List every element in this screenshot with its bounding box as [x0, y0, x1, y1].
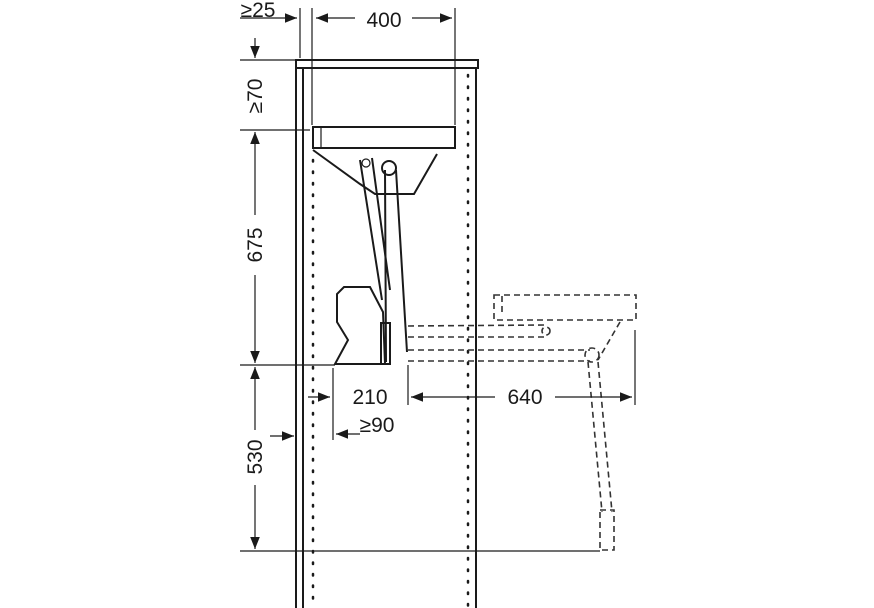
support-foot — [599, 509, 615, 551]
pivot-lowered-icon — [584, 347, 600, 363]
lift-lowered-dashed — [407, 294, 637, 551]
counterweight-housing — [333, 286, 387, 365]
lift-arm-rear — [384, 169, 408, 363]
dim-top-gap: ≥70 — [244, 79, 267, 114]
dim-side-gap: ≥25 — [241, 0, 276, 22]
dim-lift-height: 675 — [244, 227, 267, 262]
shelf-bracket — [312, 149, 438, 195]
gas-spring — [380, 322, 391, 365]
lowered-arms — [407, 324, 590, 362]
cabinet — [295, 59, 479, 608]
support-leg — [587, 361, 613, 513]
pivot-screw-icon — [381, 160, 397, 176]
dim-extension: 640 — [507, 386, 542, 409]
dim-width: 400 — [366, 9, 401, 32]
shelf-lowered — [493, 294, 637, 321]
pivot-icon — [361, 158, 371, 168]
lift-raised — [312, 126, 456, 365]
dim-min-depth: ≥90 — [360, 414, 395, 437]
shelf-raised — [312, 126, 456, 149]
dim-depth-offset: 210 — [352, 386, 387, 409]
dim-bottom-height: 530 — [244, 439, 267, 474]
dimension-lines — [240, 8, 636, 552]
cabinet-top-panel — [295, 59, 479, 69]
lift-arm-front — [359, 157, 391, 301]
